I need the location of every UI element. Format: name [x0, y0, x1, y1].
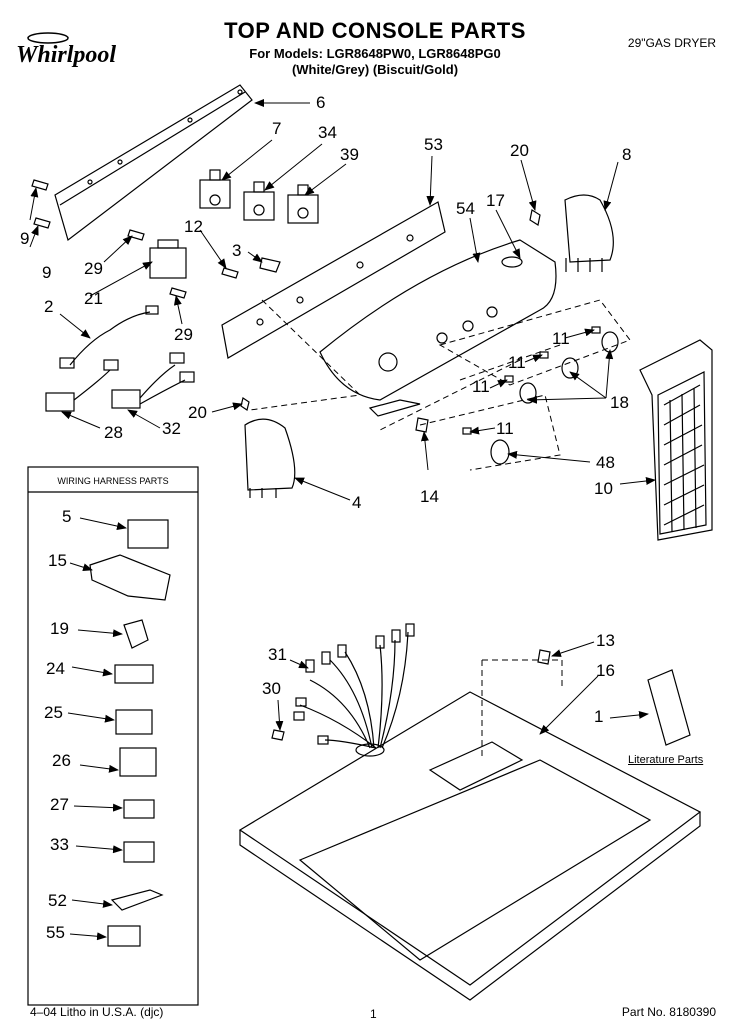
footer-part-number: Part No. 8180390: [621, 1005, 716, 1019]
clip-3: [259, 257, 281, 273]
callout-1: 1: [594, 707, 604, 726]
panel-label-52: 52: [48, 891, 67, 910]
panel-label-25: 25: [44, 703, 63, 722]
callout-9b: 9: [42, 263, 52, 282]
callout-20-bottom: 20: [188, 403, 207, 422]
callout-3: 3: [232, 241, 242, 260]
callout-11c: 11: [472, 377, 490, 396]
callout-18: 18: [610, 393, 629, 412]
rear-bracket-part: [54, 84, 253, 242]
screw-20b: [240, 397, 250, 411]
harness-28: [45, 359, 119, 412]
harness-bundle-31: [293, 623, 415, 749]
footer-litho: 4–04 Litho in U.S.A. (djc): [30, 1005, 164, 1019]
harness-2: [59, 305, 159, 369]
top-panel-16: [238, 691, 702, 1001]
callout-53: 53: [424, 135, 443, 154]
wiring-harness-panel-frame: [27, 466, 199, 1006]
page-title: TOP AND CONSOLE PARTS: [224, 18, 526, 43]
harness-32: [111, 352, 195, 409]
callout-29b: 29: [174, 325, 193, 344]
callout-21: 21: [84, 289, 103, 308]
panel-label-5: 5: [62, 507, 72, 526]
panel-label-55: 55: [46, 923, 65, 942]
connector-15: [89, 554, 171, 601]
callout-16: 16: [596, 661, 615, 680]
terminal-52: [110, 889, 164, 911]
control-bracket-53: [221, 201, 446, 359]
wiring-panel-title: WIRING HARNESS PARTS: [57, 476, 169, 486]
footer-page-number: 1: [370, 1007, 377, 1021]
clip-30: [271, 729, 285, 741]
panel-label-15: 15: [48, 551, 67, 570]
colors-line: (White/Grey) (Biscuit/Gold): [291, 62, 459, 77]
knob-18a: [601, 331, 619, 353]
callout-10: 10: [594, 479, 613, 498]
callout-12: 12: [184, 217, 203, 236]
connector-26: [119, 747, 157, 777]
switch-34: [243, 181, 275, 221]
panel-label-27: 27: [50, 795, 69, 814]
callout-13: 13: [596, 631, 615, 650]
switch-7: [199, 169, 231, 209]
literature-1: [647, 669, 691, 746]
screw-13: [537, 649, 551, 665]
models-line: For Models: LGR8648PW0, LGR8648PG0: [249, 46, 501, 61]
whirlpool-logo: Whirlpool: [14, 28, 144, 77]
callout-39: 39: [340, 145, 359, 164]
callout-30: 30: [262, 679, 281, 698]
callout-9a: 9: [20, 229, 30, 248]
connector-33: [123, 841, 155, 863]
knob-18b: [561, 357, 579, 379]
switch-39: [287, 184, 319, 224]
panel-label-26: 26: [52, 751, 71, 770]
connector-5: [127, 519, 169, 549]
knob-48: [490, 439, 510, 465]
callout-20-top: 20: [510, 141, 529, 160]
callout-29a: 29: [84, 259, 103, 278]
connector-27: [123, 799, 155, 819]
connector-25: [115, 709, 153, 735]
callout-32: 32: [162, 419, 181, 438]
literature-label: Literature Parts: [628, 754, 704, 766]
relay-21: [149, 239, 187, 279]
screw-9b: [33, 217, 51, 229]
callout-2: 2: [44, 297, 54, 316]
callout-28: 28: [104, 423, 123, 442]
connector-24: [114, 664, 154, 684]
callout-8: 8: [622, 145, 632, 164]
dryer-type: 29"GAS DRYER: [627, 36, 716, 50]
callout-31: 31: [268, 645, 287, 664]
screw-20a: [529, 209, 541, 226]
callout-11b: 11: [508, 353, 526, 372]
panel-label-33: 33: [50, 835, 69, 854]
brand-text: Whirlpool: [16, 42, 116, 68]
screw-12: [221, 267, 239, 279]
callout-17: 17: [486, 191, 505, 210]
screw-9a: [31, 179, 49, 191]
callout-54: 54: [456, 199, 475, 218]
panel-label-19: 19: [50, 619, 69, 638]
console-panel-17: [319, 239, 557, 417]
callout-4: 4: [352, 493, 362, 512]
callout-14: 14: [420, 487, 439, 506]
callout-48: 48: [596, 453, 615, 472]
lint-screen-10: [639, 339, 713, 541]
connector-55: [107, 925, 141, 947]
callout-11d: 11: [496, 419, 514, 438]
callout-34: 34: [318, 123, 337, 142]
panel-label-24: 24: [46, 659, 65, 678]
clip-19: [123, 619, 149, 649]
end-cap-8: [564, 194, 614, 272]
callout-7: 7: [272, 119, 282, 138]
callout-6: 6: [316, 93, 326, 112]
screw-29: [127, 229, 187, 299]
end-cap-4: [244, 418, 296, 498]
callout-11a: 11: [552, 329, 570, 348]
